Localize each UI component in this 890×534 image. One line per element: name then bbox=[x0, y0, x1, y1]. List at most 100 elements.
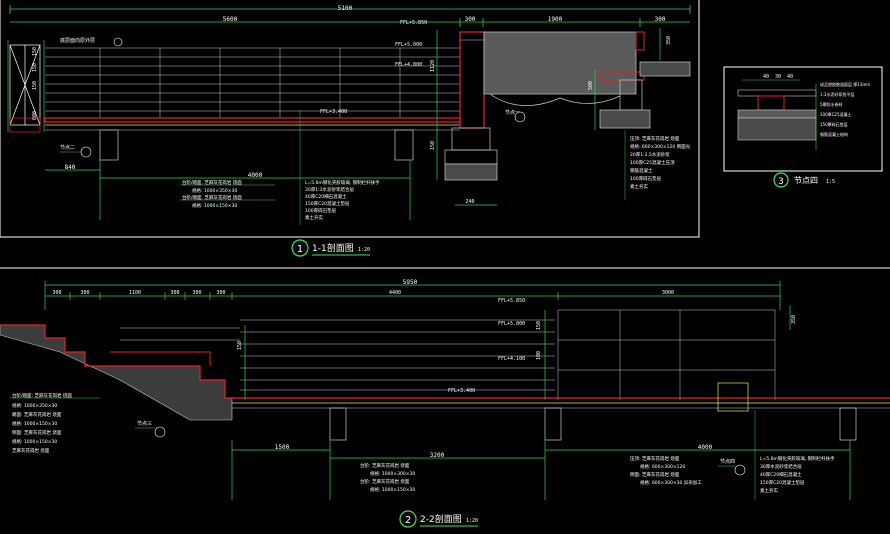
dim-text: 240 bbox=[465, 199, 474, 205]
section-2-floor-slab bbox=[232, 382, 890, 441]
note-text: 素土夯实 bbox=[630, 183, 648, 190]
section-2-left-notes: 台阶/踏面: 芝麻灰花岗岩 烧面 规格: 1000×350×30 踢面: 芝麻灰… bbox=[10, 392, 100, 454]
section-scale: 1:5 bbox=[826, 179, 835, 185]
dim-text: 300 bbox=[192, 290, 201, 296]
dim-text: 150 bbox=[430, 141, 436, 150]
note-text: 20厚1:2.5水泥砂浆 bbox=[630, 151, 670, 158]
dim-text: 40 bbox=[763, 74, 769, 80]
section-1-right-wall bbox=[444, 31, 691, 181]
note-text: 100厚C25混凝土 bbox=[820, 111, 852, 117]
section-scale: 1:20 bbox=[358, 247, 370, 253]
level-tag: FFL+5.000 bbox=[498, 321, 525, 327]
node-label: 节点四 bbox=[720, 459, 735, 465]
section-3-title-block: 3 节点四 1:5 bbox=[773, 172, 835, 188]
detail-callout-icon bbox=[113, 37, 123, 47]
dim-text: 1900 bbox=[548, 16, 563, 23]
dim-text: 100 bbox=[536, 351, 542, 360]
section-2-top-dimensions bbox=[44, 281, 781, 310]
section-scale: 1:20 bbox=[466, 518, 478, 524]
section-3-detail bbox=[737, 79, 817, 150]
section-2-railing-lines bbox=[120, 309, 776, 400]
note-text: 压顶: 芝麻灰花岗岩 烧面 bbox=[630, 135, 680, 142]
note-text: 规格: 1000×350×30 bbox=[12, 402, 57, 409]
section-3-notes: 成品塑胶跑道面层 厚13mm 1:3水泥砂浆找平层 5厚防水卷材 100厚C25… bbox=[820, 81, 870, 137]
note-text: 30厚1:3水泥砂浆结合层 bbox=[305, 186, 354, 193]
section-1-railing-lines bbox=[45, 47, 460, 118]
section-2-mid-notes: 台阶: 芝麻灰花岗岩 烧面 规格: 1000×300×30 台阶: 芝麻灰花岗岩… bbox=[360, 462, 415, 493]
note-text: 150厚C20混凝土垫层 bbox=[305, 200, 350, 207]
note-text: 5厚防水卷材 bbox=[820, 101, 843, 107]
dim-text: 40 bbox=[787, 74, 793, 80]
note-text: 40厚C20细石混凝土 bbox=[760, 471, 802, 478]
section-1-floor-slab bbox=[44, 117, 461, 161]
section-2-stair bbox=[0, 324, 233, 421]
note-text: L=5.6m钢化夹胶玻璃, 钢制栏杆扶手 bbox=[305, 179, 380, 186]
section-1-left-column bbox=[9, 44, 41, 133]
section-2-node-callout-left: 节点三 bbox=[135, 421, 166, 438]
dim-text: 1120 bbox=[430, 60, 436, 72]
dim-text: 4000 bbox=[248, 172, 263, 179]
note-text: 钢筋混凝土结构 bbox=[820, 131, 848, 137]
note-text: 踢面: 芝麻灰花岗岩 烧面 bbox=[12, 411, 62, 418]
note-text: 台阶/踏面, 芝麻灰花岗岩 烧面 bbox=[182, 179, 242, 186]
note-text: 台阶: 芝麻灰花岗岩 烧面 bbox=[360, 462, 410, 469]
section-3-frame bbox=[723, 66, 883, 172]
note-text: 规格: 1000×150×30 bbox=[370, 486, 415, 493]
note-text: 100厚碎石垫层 bbox=[305, 207, 337, 214]
dim-text: 1500 bbox=[275, 444, 290, 451]
node-label: 节点一 bbox=[505, 110, 520, 116]
note-text: 30厚水泥砂浆结合层 bbox=[760, 463, 802, 470]
title-number: 3 bbox=[778, 177, 784, 187]
section-title: 2-2剖面图 bbox=[420, 513, 462, 525]
note-text: 规格: 1000×300×30 bbox=[370, 470, 415, 477]
dim-text: 150 bbox=[32, 63, 38, 72]
note-text: 台阶/踏面, 芝麻灰花岗岩 烧面 bbox=[182, 194, 242, 201]
section-title: 节点四 bbox=[794, 176, 818, 185]
section-2-node-callout-right: 节点四 bbox=[718, 459, 746, 476]
section-1-layer-notes: L=5.6m钢化夹胶玻璃, 钢制栏杆扶手 30厚1:3水泥砂浆结合层 40厚C2… bbox=[299, 110, 380, 225]
level-tag: FFL+3.400 bbox=[320, 109, 347, 115]
note-text: 规格: 1000×150×30 bbox=[192, 202, 237, 209]
note-text: 40厚C20细石混凝土 bbox=[305, 193, 347, 200]
section-1-top-dimensions bbox=[9, 5, 691, 27]
dim-text: 300 bbox=[216, 290, 225, 296]
dim-text: 350 bbox=[666, 36, 672, 45]
dim-text: 150 bbox=[237, 341, 243, 350]
section-2-right-notes: 压顶: 芝麻灰花岗岩 烧面 规格: 600×300×120 侧面: 芝麻灰花岗岩… bbox=[630, 455, 702, 486]
section-2-bottom-dimensions bbox=[231, 440, 851, 500]
section-1-node-callout-right: 节点一 bbox=[505, 110, 526, 123]
section-1-title-block: 1 1-1剖面图 1:20 bbox=[291, 239, 370, 257]
level-tag: FFL+5.850 bbox=[498, 298, 525, 304]
note-text: 规格: 1000×350×30 bbox=[192, 187, 237, 194]
level-tag: FFL+4.100 bbox=[498, 356, 525, 362]
dim-text: 300 bbox=[52, 290, 61, 296]
note-text: 规格: 600×300×30 异形加工 bbox=[640, 479, 702, 486]
dim-text: 3200 bbox=[430, 452, 445, 459]
level-tag: FFL+4.800 bbox=[395, 62, 422, 68]
level-tag: FFL+3.400 bbox=[448, 388, 475, 394]
dim-text: 5950 bbox=[403, 279, 418, 286]
section-1-right-dimensions bbox=[436, 28, 661, 180]
node-label: 节点三 bbox=[137, 421, 152, 427]
section-2-layer-notes: L=5.6m钢化夹胶玻璃, 钢制栏杆扶手 30厚水泥砂浆结合层 40厚C20细石… bbox=[754, 410, 835, 500]
note-text: 100厚C25混凝土压顶 bbox=[630, 159, 675, 166]
note-text: L=5.6m钢化夹胶玻璃, 钢制栏杆扶手 bbox=[760, 455, 835, 462]
note-text: 钢筋混凝土 bbox=[630, 167, 653, 174]
note-text: 素土夯实 bbox=[760, 487, 778, 494]
dim-text: 1100 bbox=[129, 290, 141, 296]
title-number: 2 bbox=[405, 515, 411, 526]
dim-text: 30 bbox=[775, 74, 781, 80]
dim-text: 5600 bbox=[223, 16, 238, 23]
note-text: 压顶: 芝麻灰花岗岩 烧面 bbox=[630, 455, 680, 462]
dim-text: 500 bbox=[588, 81, 594, 90]
note-text: 成品塑胶跑道面层 厚13mm bbox=[820, 81, 870, 87]
note-text: 侧面: 芝麻灰花岗岩 烧面 bbox=[12, 429, 62, 436]
dim-text: 300 bbox=[80, 290, 89, 296]
section-1-bottom-dimensions bbox=[45, 160, 497, 220]
dim-text: 150 bbox=[536, 321, 542, 330]
note-text: 素土夯实 bbox=[305, 214, 323, 221]
section-1-frame bbox=[0, 0, 700, 238]
section-1-left-dimensions bbox=[7, 40, 45, 132]
dim-text: 350 bbox=[791, 315, 797, 324]
section-1-level-tags: FFL+5.850 FFL+5.000 FFL+4.800 FFL+3.400 bbox=[320, 20, 427, 115]
